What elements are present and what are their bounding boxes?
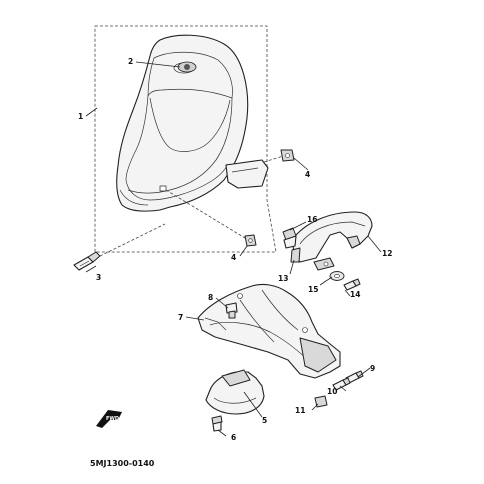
callout-1: 1: [78, 112, 83, 121]
grommet-16: [282, 227, 297, 249]
callout-11: 11: [295, 406, 305, 415]
callout-7: 7: [178, 313, 183, 322]
callout-5: 5: [262, 416, 267, 425]
svg-text:FWD: FWD: [106, 416, 119, 422]
callout-3: 3: [96, 273, 101, 282]
install-line-3: [99, 223, 166, 257]
leader-lines: [85, 61, 382, 437]
rear-hugger: [291, 211, 373, 271]
clip-nut-lower: [244, 234, 257, 247]
callout-2: 2: [128, 57, 133, 66]
callout-4a: 4: [305, 170, 310, 179]
callout-8: 8: [208, 293, 213, 302]
callout-13: 13: [278, 274, 288, 283]
callouts: 2 1 3 4 4 5 6 7 8 9 10 11 12 13 14 15 16: [78, 57, 392, 442]
catalog-code: 5MJ1300-0140: [90, 459, 155, 468]
callout-4b: 4: [231, 253, 236, 262]
callout-9: 9: [370, 364, 375, 373]
install-line-4b: [263, 155, 284, 163]
bolt-3: [73, 251, 101, 271]
inner-fender: [197, 283, 341, 379]
clip-nut-upper: [280, 149, 295, 162]
emblem: [177, 61, 197, 73]
callout-6: 6: [231, 433, 236, 442]
mud-flap: [205, 369, 265, 415]
screw-6: [211, 415, 223, 432]
callout-12: 12: [382, 249, 392, 258]
bolt-10: [332, 377, 351, 391]
bolt-8: [225, 302, 238, 319]
callout-14: 14: [350, 290, 360, 299]
callout-16: 16: [307, 215, 317, 224]
fwd-arrow-icon: FWD: [96, 410, 122, 428]
front-fender: [116, 34, 269, 212]
assembly-boundary: [94, 25, 277, 253]
install-line-4: [165, 189, 246, 239]
callout-15: 15: [308, 285, 318, 294]
washer-15: [329, 271, 345, 281]
collar-13: [290, 247, 301, 263]
bolt-14: [343, 278, 361, 291]
callout-10: 10: [327, 387, 337, 396]
